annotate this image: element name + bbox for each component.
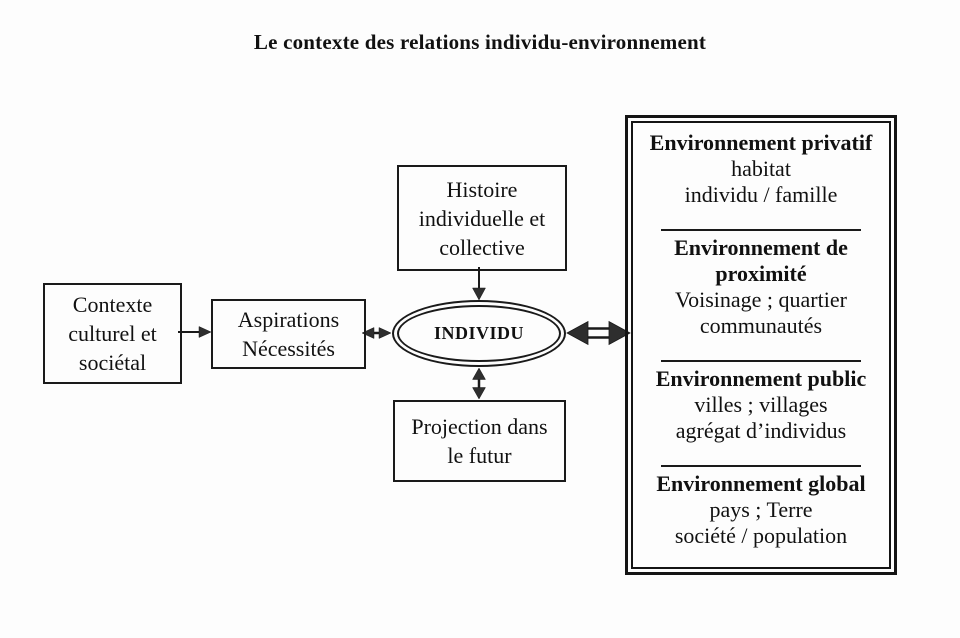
individu-label: INDIVIDU — [433, 323, 524, 343]
env-section-line: Voisinage ; quartier — [675, 287, 847, 312]
box-contexte-line: culturel et — [68, 321, 157, 346]
env-section-proximite: Environnement de proximité Voisinage ; q… — [633, 235, 889, 339]
env-section-line: société / population — [674, 523, 848, 548]
box-projection-futur: Projection dans le futur — [393, 400, 566, 482]
box-histoire-line: individuelle et — [418, 205, 546, 231]
env-section-line: communautés — [699, 313, 823, 338]
box-histoire-line: collective — [439, 234, 525, 260]
arrow-aspirations-individu-icon — [361, 327, 392, 339]
arrow-histoire-to-individu-icon — [472, 267, 486, 301]
box-projection-line: Projection dans — [411, 414, 548, 439]
env-section-line: habitat — [731, 156, 791, 181]
ellipse-individu-inner-border: INDIVIDU — [397, 305, 561, 362]
box-histoire-individuelle: Histoire individuelle et collective — [397, 165, 567, 271]
section-divider — [661, 465, 861, 467]
environnements-panel: Environnement privatif habitat individu … — [625, 115, 897, 575]
environnements-panel-inner-border: Environnement privatif habitat individu … — [631, 121, 891, 569]
env-section-public: Environnement public villes ; villages a… — [633, 366, 889, 444]
env-section-title: Environnement de proximité — [674, 235, 848, 286]
env-section-title: Environnement privatif — [649, 130, 873, 155]
box-contexte-line: Contexte — [72, 292, 153, 317]
arrow-individu-environnements-icon — [566, 320, 631, 346]
env-section-line: villes ; villages — [694, 392, 828, 417]
env-section-privatif: Environnement privatif habitat individu … — [633, 130, 889, 208]
section-divider — [661, 229, 861, 231]
arrow-contexte-to-aspirations-icon — [178, 326, 212, 338]
box-projection-line: le futur — [447, 443, 512, 468]
diagram-title: Le contexte des relations individu-envir… — [253, 30, 707, 54]
box-aspirations-necessites: Aspirations Nécessités — [211, 299, 366, 369]
env-section-title: Environnement global — [656, 471, 866, 496]
box-contexte-line: sociétal — [78, 350, 147, 375]
env-section-line: agrégat d’individus — [675, 418, 847, 443]
box-aspirations-line: Aspirations — [237, 307, 340, 332]
env-section-line: pays ; Terre — [709, 497, 813, 522]
box-contexte-culturel: Contexte culturel et sociétal — [43, 283, 182, 384]
section-divider — [661, 360, 861, 362]
box-aspirations-line: Nécessités — [242, 336, 335, 361]
box-histoire-line: Histoire — [446, 176, 518, 202]
arrow-individu-projection-icon — [472, 367, 486, 400]
env-section-title: Environnement public — [655, 366, 867, 391]
ellipse-individu: INDIVIDU — [392, 300, 566, 367]
env-section-line: individu / famille — [684, 182, 838, 207]
env-section-global: Environnement global pays ; Terre sociét… — [633, 471, 889, 549]
